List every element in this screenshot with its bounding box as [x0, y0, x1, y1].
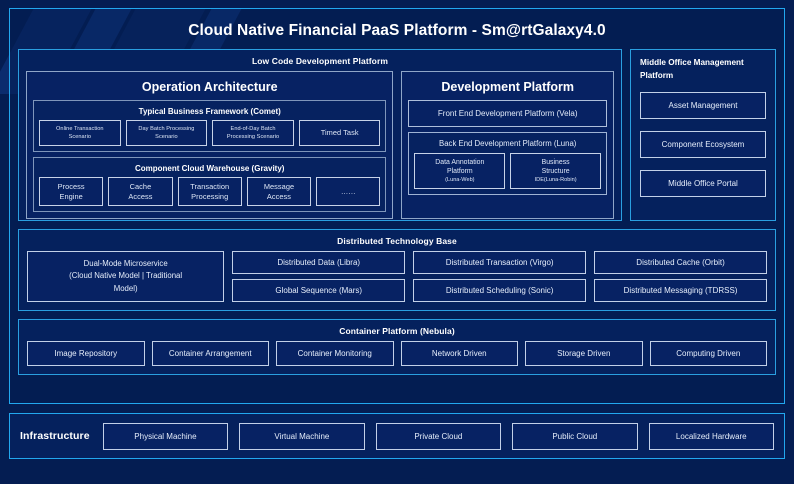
dtb-cell-distributed-data[interactable]: Distributed Data (Libra)	[232, 251, 406, 274]
middle-office-management-platform-panel: Middle Office Management Platform Asset …	[630, 49, 776, 221]
container-platform-title: Container Platform (Nebula)	[339, 326, 455, 336]
operation-architecture-panel: Operation Architecture Typical Business …	[26, 71, 394, 220]
page-title: Cloud Native Financial PaaS Platform - S…	[188, 22, 606, 39]
container-platform-item-network-driven[interactable]: Network Driven	[400, 341, 518, 366]
chip-more-ellipsis[interactable]: ……	[316, 177, 381, 207]
chip-line-2: Scenario	[68, 134, 92, 141]
infrastructure-item-physical-machine[interactable]: Physical Machine	[102, 422, 229, 450]
dtb-cell-distributed-transaction[interactable]: Distributed Transaction (Virgo)	[413, 251, 587, 274]
operation-architecture-title: Operation Architecture	[141, 80, 278, 94]
chip-line-3: (Luna-Web)	[445, 176, 475, 183]
chip-line-2: Access	[128, 191, 153, 201]
back-end-development-platform-group: Back End Development Platform (Luna) Dat…	[408, 132, 607, 195]
chip-business-structure-ide[interactable]: Business Structure IDE(Luna-Robin)	[510, 153, 601, 189]
chip-line-1: End-of-Day Batch	[230, 126, 276, 132]
chip-transaction-processing[interactable]: Transaction Processing	[177, 177, 242, 207]
container-platform-panel: Container Platform (Nebula) Image Reposi…	[18, 319, 776, 375]
dtb-cell-distributed-cache[interactable]: Distributed Cache (Orbit)	[594, 251, 767, 274]
chip-cache-access[interactable]: Cache Access	[108, 177, 173, 207]
chip-line-2: Processing Scenario	[226, 134, 280, 141]
middle-office-item-component-ecosystem[interactable]: Component Ecosystem	[640, 131, 766, 159]
chip-line-2: Engine	[59, 191, 83, 201]
chip-end-of-day-batch-processing-scenario[interactable]: End-of-Day Batch Processing Scenario	[212, 120, 294, 147]
top-region: Low Code Development Platform Operation …	[18, 49, 776, 221]
chip-line-1: Transaction	[190, 182, 230, 192]
low-code-panel-title: Low Code Development Platform	[251, 56, 389, 66]
dtb-line-3: Model)	[113, 283, 138, 293]
chip-line-1: Data Annotation	[435, 158, 485, 166]
distributed-technology-base-panel: Distributed Technology Base Dual-Mode Mi…	[18, 229, 776, 311]
chip-line-2: Structure	[541, 168, 570, 176]
chip-line-3: IDE(Luna-Robin)	[534, 176, 577, 183]
container-platform-item-computing-driven[interactable]: Computing Driven	[649, 341, 767, 366]
development-platform-panel: Development Platform Front End Developme…	[401, 71, 614, 220]
infrastructure-item-localized-hardware[interactable]: Localized Hardware	[648, 422, 775, 450]
dtb-cell-distributed-messaging[interactable]: Distributed Messaging (TDRSS)	[594, 279, 767, 302]
container-platform-item-container-monitoring[interactable]: Container Monitoring	[276, 341, 394, 366]
dual-mode-microservice-box[interactable]: Dual-Mode Microservice (Cloud Native Mod…	[27, 251, 225, 302]
infrastructure-label: Infrastructure	[20, 430, 90, 442]
dtb-cell-global-sequence[interactable]: Global Sequence (Mars)	[232, 279, 406, 302]
middle-office-item-asset-management[interactable]: Asset Management	[640, 92, 766, 120]
container-platform-item-container-arrangement[interactable]: Container Arrangement	[151, 341, 269, 366]
chip-day-batch-processing-scenario[interactable]: Day Batch Processing Scenario	[125, 120, 208, 147]
chip-line-1: ……	[340, 187, 356, 197]
dtb-column-2: Distributed Transaction (Virgo) Distribu…	[413, 251, 587, 302]
chip-data-annotation-platform[interactable]: Data Annotation Platform (Luna-Web)	[414, 153, 506, 189]
dtb-column-3: Distributed Cache (Orbit) Distributed Me…	[594, 251, 767, 302]
dtb-column-1: Distributed Data (Libra) Global Sequence…	[232, 251, 406, 302]
infrastructure-panel: Infrastructure Physical Machine Virtual …	[9, 413, 785, 459]
infrastructure-item-public-cloud[interactable]: Public Cloud	[512, 422, 638, 450]
chip-line-1: Cache	[129, 182, 152, 192]
chip-timed-task[interactable]: Timed Task	[298, 120, 381, 147]
chip-line-2: Processing	[191, 191, 229, 201]
chip-line-1: Online Transaction	[56, 126, 104, 132]
chip-process-engine[interactable]: Process Engine	[39, 177, 104, 207]
chip-line-2: Platform	[447, 168, 473, 176]
chip-line-1: Message	[263, 182, 295, 192]
chip-line-1: Day Batch Processing	[138, 126, 195, 132]
chip-line-1: Business	[541, 158, 570, 166]
chip-line-2: Scenario	[155, 134, 178, 141]
infrastructure-item-private-cloud[interactable]: Private Cloud	[375, 422, 502, 450]
middle-office-title: Middle Office Management Platform	[640, 58, 744, 80]
platform-frame: Cloud Native Financial PaaS Platform - S…	[9, 8, 785, 404]
low-code-development-platform-panel: Low Code Development Platform Operation …	[18, 49, 622, 221]
front-end-development-platform[interactable]: Front End Development Platform (Vela)	[408, 100, 607, 127]
typical-business-framework-title: Typical Business Framework (Comet)	[138, 107, 281, 116]
dtb-cell-distributed-scheduling[interactable]: Distributed Scheduling (Sonic)	[413, 279, 587, 302]
typical-business-framework-group: Typical Business Framework (Comet) Onlin…	[33, 100, 387, 153]
dtb-line-1: Dual-Mode Microservice	[83, 258, 168, 268]
chip-line-1: Process	[57, 182, 85, 192]
back-end-development-platform-title: Back End Development Platform (Luna)	[439, 139, 577, 148]
chip-online-transaction-scenario[interactable]: Online Transaction Scenario	[39, 120, 121, 147]
container-platform-item-image-repository[interactable]: Image Repository	[27, 341, 145, 366]
container-platform-item-storage-driven[interactable]: Storage Driven	[525, 341, 643, 366]
middle-office-item-middle-office-portal[interactable]: Middle Office Portal	[640, 170, 766, 198]
distributed-technology-base-title: Distributed Technology Base	[337, 236, 457, 246]
infrastructure-item-virtual-machine[interactable]: Virtual Machine	[239, 422, 365, 450]
chip-line-1: Timed Task	[320, 128, 359, 138]
component-cloud-warehouse-group: Component Cloud Warehouse (Gravity) Proc…	[33, 157, 387, 213]
development-platform-title: Development Platform	[441, 80, 575, 94]
chip-message-access[interactable]: Message Access	[246, 177, 312, 207]
chip-line-2: Access	[266, 191, 292, 201]
dtb-line-2: (Cloud Native Model | Traditional	[69, 271, 183, 281]
component-cloud-warehouse-title: Component Cloud Warehouse (Gravity)	[134, 164, 285, 174]
